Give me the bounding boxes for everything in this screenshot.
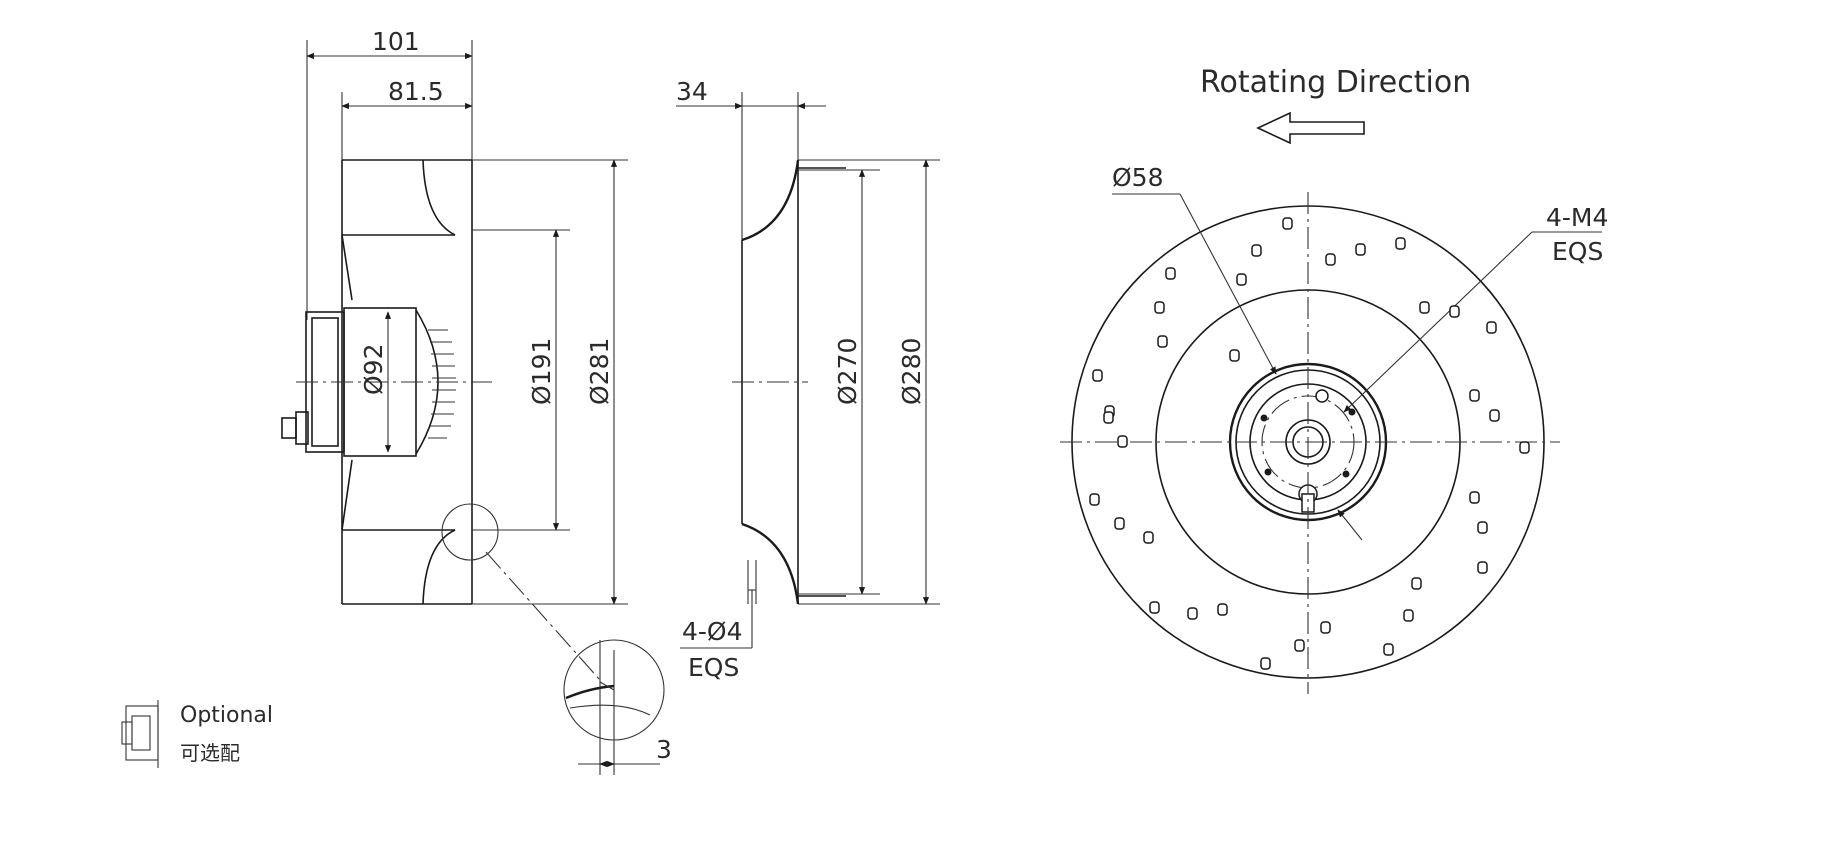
detail-marker [441,503,499,561]
dim-inlet-diameter: Ø191 [527,338,556,405]
ring-holes-note: EQS [688,653,739,682]
rotating-direction-label: Rotating Direction [1200,65,1471,100]
rotation-arrow-icon [1256,111,1365,145]
legend-optional-cn: 可选配 [180,741,240,765]
front-view: Rotating Direction Ø58 4-M4 EQS [1060,65,1608,694]
dim-outer-diameter: Ø281 [585,338,614,405]
dim-detail-gap: 3 [656,735,672,764]
dim-motor-diameter: Ø92 [359,344,388,396]
motor-fins [428,329,456,439]
optional-legend: Optional 可选配 [121,700,273,768]
screws-note: EQS [1552,237,1603,266]
dim-ring-inner-diameter: Ø270 [833,338,862,405]
legend-optional-en: Optional [180,703,273,728]
dim-ring-depth: 34 [676,77,708,106]
dim-ring-outer-diameter: Ø280 [897,338,926,405]
dim-hub-diameter: Ø58 [1112,163,1164,192]
blade-rivets [1089,217,1530,670]
screws-label: 4-M4 [1546,203,1608,232]
dim-body-length: 81.5 [388,77,444,106]
inlet-ring-view: 34 4-Ø4 EQS Ø270 Ø280 [676,77,940,682]
detail-view: 3 [563,639,672,775]
dim-overall-length: 101 [372,27,420,56]
side-view: 101 81.5 [281,27,672,775]
ring-holes-label: 4-Ø4 [682,617,743,646]
